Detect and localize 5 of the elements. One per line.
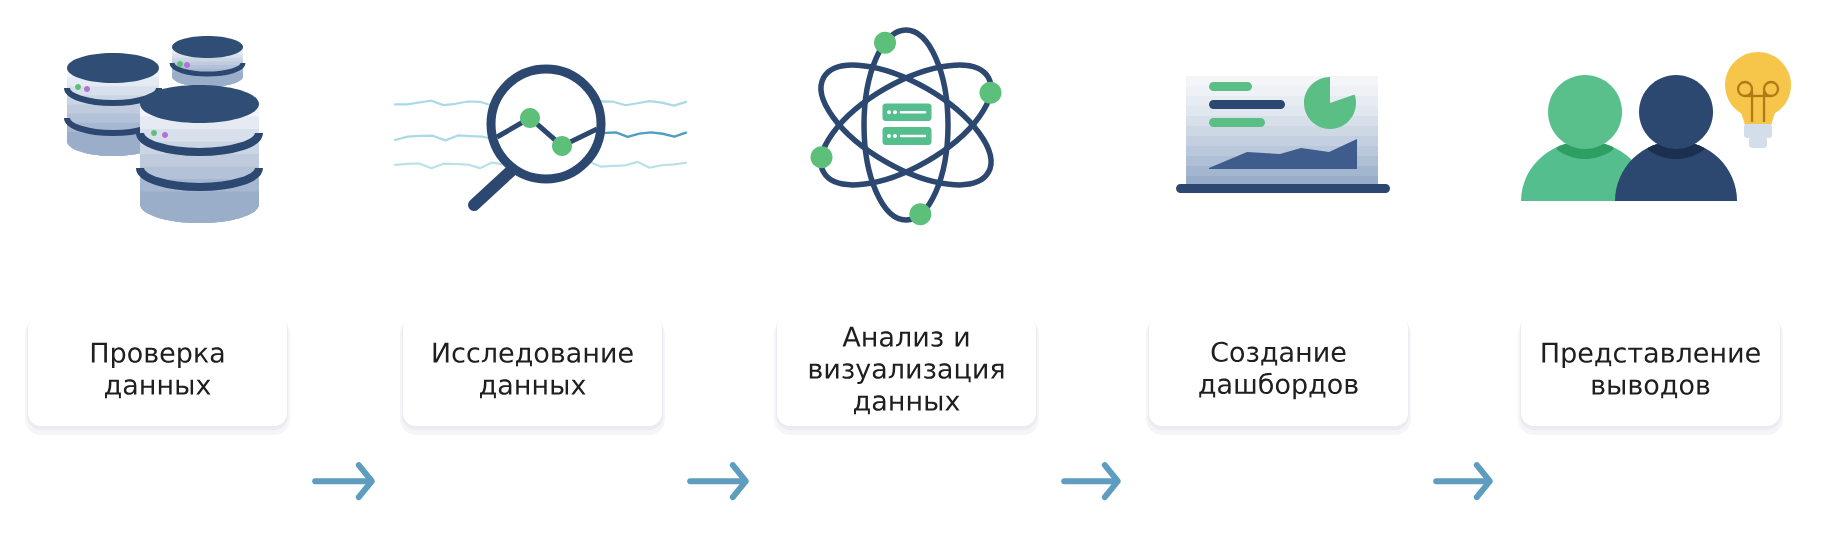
step-box: Исследование данных xyxy=(400,315,665,435)
step-box: Представление выводов xyxy=(1518,315,1784,435)
step-box: Создание дашбордов xyxy=(1146,315,1411,435)
step-box: Анализ и визуализация данных xyxy=(774,315,1039,435)
step-box: Проверка данных xyxy=(25,315,290,435)
